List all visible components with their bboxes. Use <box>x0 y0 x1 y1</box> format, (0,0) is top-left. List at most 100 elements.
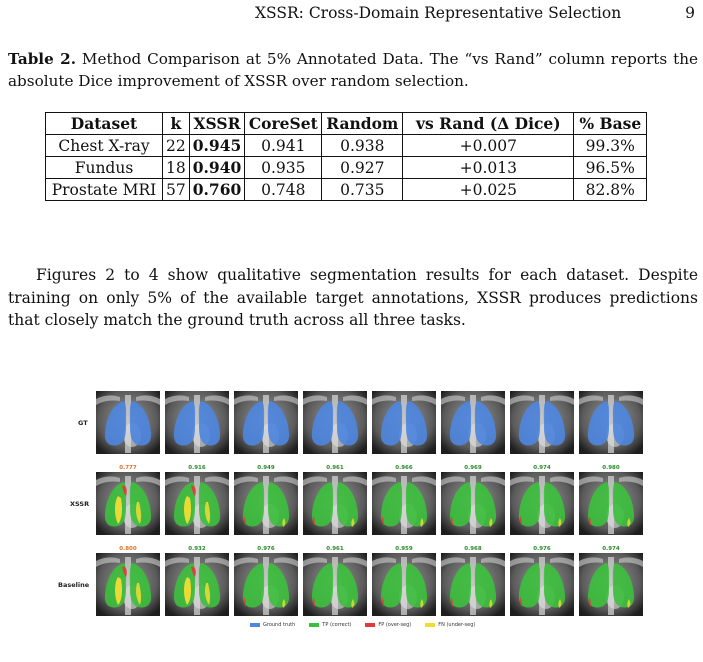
dice-score-label: 0.777 <box>119 465 137 471</box>
cell-random: 0.735 <box>321 178 404 201</box>
cell-vs-rand: +0.025 <box>402 178 575 201</box>
xray-panel <box>441 553 505 616</box>
dice-score-label: 0.966 <box>395 465 413 471</box>
xray-panel <box>96 553 160 616</box>
right-lung-mask <box>612 482 635 527</box>
table-caption-label: Table 2. <box>8 50 76 68</box>
figure-legend: Ground truth TP (correct) FP (over-seg) … <box>250 620 475 630</box>
left-lung-mask <box>587 401 610 446</box>
header-xssr: XSSR <box>188 112 246 135</box>
dice-score-label: 0.932 <box>188 546 206 552</box>
right-lung-mask <box>129 482 152 527</box>
table-row: Prostate MRI 57 0.760 0.748 0.735 +0.025… <box>45 178 648 201</box>
cell-k: 57 <box>162 178 190 201</box>
left-lung-mask <box>518 563 541 608</box>
dice-score-label: 0.976 <box>257 546 275 552</box>
header-pct-base: % Base <box>573 112 648 135</box>
cell-coreset: 0.748 <box>244 178 323 201</box>
xray-panel <box>96 391 160 454</box>
cell-xssr: 0.945 <box>188 134 246 157</box>
legend-swatch-fn <box>425 623 436 627</box>
xray-image <box>303 472 367 535</box>
xray-image <box>165 391 229 454</box>
legend-label: TP (correct) <box>322 622 352 628</box>
xray-image <box>234 553 298 616</box>
left-lung-mask <box>242 482 265 527</box>
right-lung-mask <box>267 563 290 608</box>
xray-panel <box>234 553 298 616</box>
legend-label: FP (over-seg) <box>378 622 412 628</box>
dice-score-label: 0.969 <box>464 465 482 471</box>
dice-score-label: 0.980 <box>602 465 620 471</box>
xray-image <box>510 472 574 535</box>
right-lung-mask <box>612 563 635 608</box>
right-lung-mask <box>336 401 359 446</box>
legend-item-fn: FN (under-seg) <box>425 622 475 628</box>
legend-label: FN (under-seg) <box>438 622 476 628</box>
right-lung-mask <box>405 401 428 446</box>
dice-score-label: 0.959 <box>395 546 413 552</box>
results-table: Dataset k XSSR CoreSet Random vs Rand (Δ… <box>45 112 648 201</box>
dice-score-label: 0.974 <box>602 546 620 552</box>
right-lung-mask <box>336 482 359 527</box>
right-lung-mask <box>129 563 152 608</box>
cell-vs-rand: +0.007 <box>402 134 575 157</box>
left-lung-mask <box>104 401 127 446</box>
row-label: XSSR <box>70 500 90 508</box>
right-lung-mask <box>336 563 359 608</box>
xray-image <box>372 391 436 454</box>
xray-panel <box>579 391 643 454</box>
table-row: Fundus 18 0.940 0.935 0.927 +0.013 96.5% <box>45 156 648 179</box>
xray-image <box>96 391 160 454</box>
xray-panel <box>165 553 229 616</box>
cell-pct-base: 99.3% <box>573 134 648 157</box>
xray-panel <box>96 472 160 535</box>
cell-k: 22 <box>162 134 190 157</box>
legend-item-ground-truth: Ground truth <box>250 622 295 628</box>
xray-panel <box>510 472 574 535</box>
left-lung-mask <box>518 482 541 527</box>
left-lung-mask <box>311 401 334 446</box>
right-lung-mask <box>612 401 635 446</box>
cell-random: 0.938 <box>321 134 404 157</box>
xray-panel <box>579 553 643 616</box>
cell-coreset: 0.935 <box>244 156 323 179</box>
xray-panel <box>234 391 298 454</box>
header-vs-rand: vs Rand (Δ Dice) <box>402 112 575 135</box>
cell-dataset: Chest X-ray <box>45 134 163 157</box>
xray-image <box>579 472 643 535</box>
xray-image <box>303 553 367 616</box>
xray-panel <box>165 391 229 454</box>
left-lung-mask <box>449 563 472 608</box>
left-lung-mask <box>242 401 265 446</box>
header-k: k <box>162 112 190 135</box>
legend-label: Ground truth <box>263 622 296 628</box>
left-lung-mask <box>380 482 403 527</box>
left-lung-mask <box>518 401 541 446</box>
cell-vs-rand: +0.013 <box>402 156 575 179</box>
right-lung-mask <box>405 563 428 608</box>
left-lung-mask <box>587 482 610 527</box>
right-lung-mask <box>198 401 221 446</box>
header-coreset: CoreSet <box>244 112 323 135</box>
running-head-title: XSSR: Cross-Domain Representative Select… <box>255 4 622 22</box>
dice-score-label: 0.961 <box>326 546 344 552</box>
legend-item-tp: TP (correct) <box>309 622 351 628</box>
xray-panel <box>303 472 367 535</box>
xray-panel <box>441 472 505 535</box>
right-lung-mask <box>474 401 497 446</box>
dice-score-label: 0.976 <box>533 546 551 552</box>
left-lung-mask <box>242 563 265 608</box>
dice-score-label: 0.961 <box>326 465 344 471</box>
right-lung-mask <box>405 482 428 527</box>
xray-image <box>510 553 574 616</box>
xray-image <box>234 391 298 454</box>
xray-image <box>372 472 436 535</box>
left-lung-mask <box>587 563 610 608</box>
right-lung-mask <box>543 482 566 527</box>
xray-image <box>372 553 436 616</box>
body-paragraph: Figures 2 to 4 show qualitative segmenta… <box>8 266 698 329</box>
xray-panel <box>303 553 367 616</box>
dice-score-label: 0.800 <box>119 546 137 552</box>
